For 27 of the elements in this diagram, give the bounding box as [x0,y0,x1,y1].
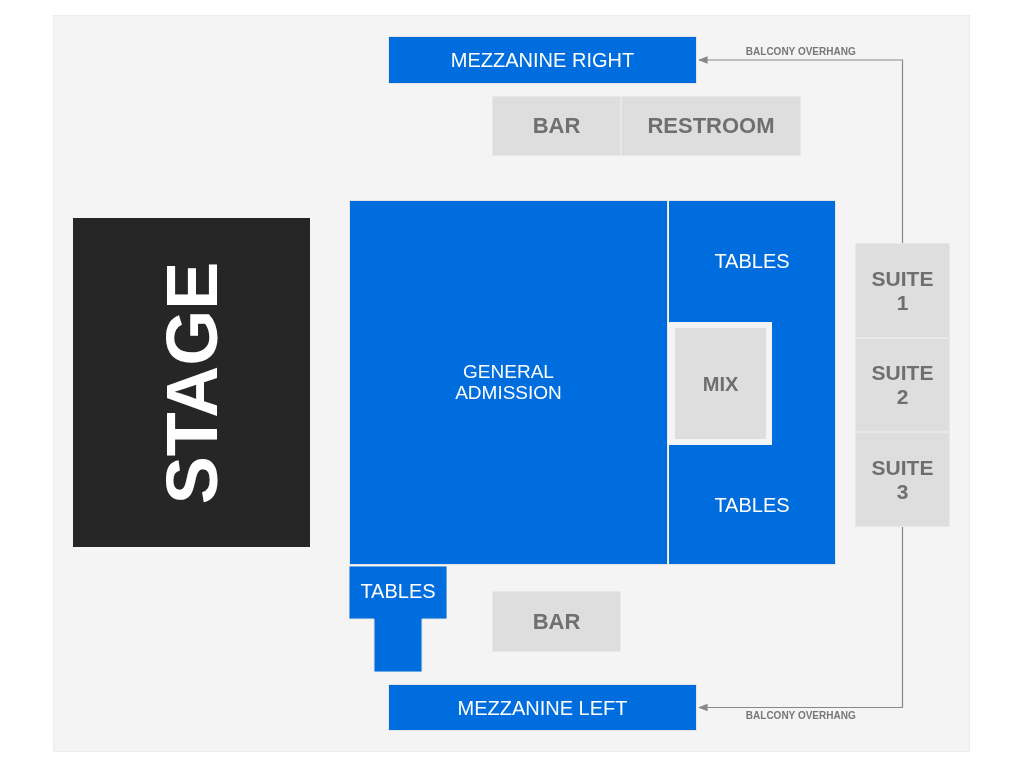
seating-section [388,36,697,84]
stage-label: STAGE [155,261,228,504]
seating-section [349,566,447,672]
arrow [698,56,904,244]
stage-area [73,218,310,547]
section-label: SUITE 1 [870,266,935,315]
section-label: TABLES [360,579,436,603]
section-label: SUITE 2 [870,360,935,410]
seating-section [668,200,836,565]
edge-label: BALCONY OVERHANG [743,46,858,57]
section-label: SUITE 3 [870,455,935,504]
section-label: TABLES [714,493,790,517]
seating-section [349,200,668,565]
section-label: MEZZANINE RIGHT [450,48,635,72]
seating-section [388,684,697,731]
suite-area [855,243,950,338]
section-label: MEZZANINE LEFT [457,696,628,719]
suite-area [855,432,950,527]
section-label: RESTROOM [647,113,775,139]
section-label: MIX [702,372,739,395]
section-label: BAR [532,113,581,139]
section-label: GENERAL ADMISSION [454,360,563,405]
section-label: TABLES [714,249,790,273]
mix-booth [669,322,772,445]
edge-label: BALCONY OVERHANG [743,709,858,721]
section-label: BAR [532,608,581,635]
arrow [698,526,904,712]
